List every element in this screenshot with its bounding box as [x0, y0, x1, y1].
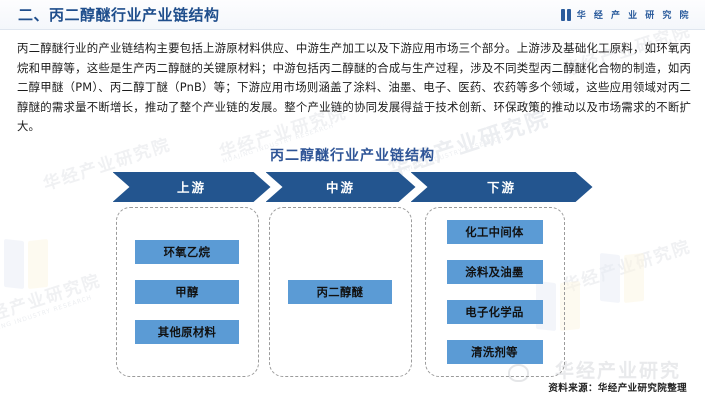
arrow-shape-icon	[266, 172, 416, 202]
arrow-shape-icon	[113, 172, 271, 202]
stage-arrow-midstream: 中游	[266, 172, 416, 202]
chain-node: 涂料及油墨	[446, 259, 543, 284]
book-logo-icon	[560, 8, 572, 21]
stage-arrow-downstream: 下游	[411, 172, 593, 202]
stage-label: 下游	[486, 180, 516, 196]
stage-arrow-upstream: 上游	[113, 172, 271, 202]
chain-node: 化工中间体	[446, 219, 543, 244]
stage-label: 中游	[325, 180, 355, 196]
value-chain-figure: 丙二醇醚行业产业链结构 上游 中游 下游 环氧乙烷 甲醇 其他原材料	[0, 145, 705, 377]
chain-node: 甲醇	[135, 279, 239, 304]
page-header: 二、丙二醇醚行业产业链结构 华 经 产 业 研 究 院	[0, 0, 705, 30]
weibo-watermark-icon	[508, 364, 529, 382]
chain-node: 其他原材料	[135, 319, 239, 344]
page-title: 二、丙二醇醚行业产业链结构	[18, 6, 220, 24]
brand-logo: 华 经 产 业 研 究 院	[560, 8, 691, 21]
arrow-shape-icon	[411, 172, 593, 202]
stage-label: 上游	[176, 180, 206, 196]
stage-panel-midstream: 丙二醇醚	[268, 206, 412, 377]
stage-panel-row: 环氧乙烷 甲醇 其他原材料 丙二醇醚 化工中间体 涂料及油墨 电子化学品 清洗剂…	[113, 206, 593, 377]
value-chain-diagram: 上游 中游 下游 环氧乙烷 甲醇 其他原材料 丙二醇醚 化工中间体	[113, 172, 593, 377]
weibo-watermark-text: 华经产业研究	[554, 360, 681, 382]
figure-title: 丙二醇醚行业产业链结构	[270, 147, 435, 164]
chain-node: 清洗剂等	[446, 339, 543, 364]
article-paragraph: 丙二醇醚行业的产业链结构主要包括上游原材料供应、中游生产加工以及下游应用市场三个…	[17, 41, 691, 134]
chain-node: 电子化学品	[446, 299, 543, 324]
chain-node: 丙二醇醚	[288, 279, 392, 304]
brand-name: 华 经 产 业 研 究 院	[576, 11, 691, 21]
source-note: 资料来源：华经产业研究院整理	[548, 383, 687, 394]
stage-panel-upstream: 环氧乙烷 甲醇 其他原材料	[115, 206, 259, 377]
stage-arrow-row: 上游 中游 下游	[113, 172, 593, 202]
chain-node: 环氧乙烷	[135, 239, 239, 264]
stage-panel-downstream: 化工中间体 涂料及油墨 电子化学品 清洗剂等	[424, 206, 565, 377]
